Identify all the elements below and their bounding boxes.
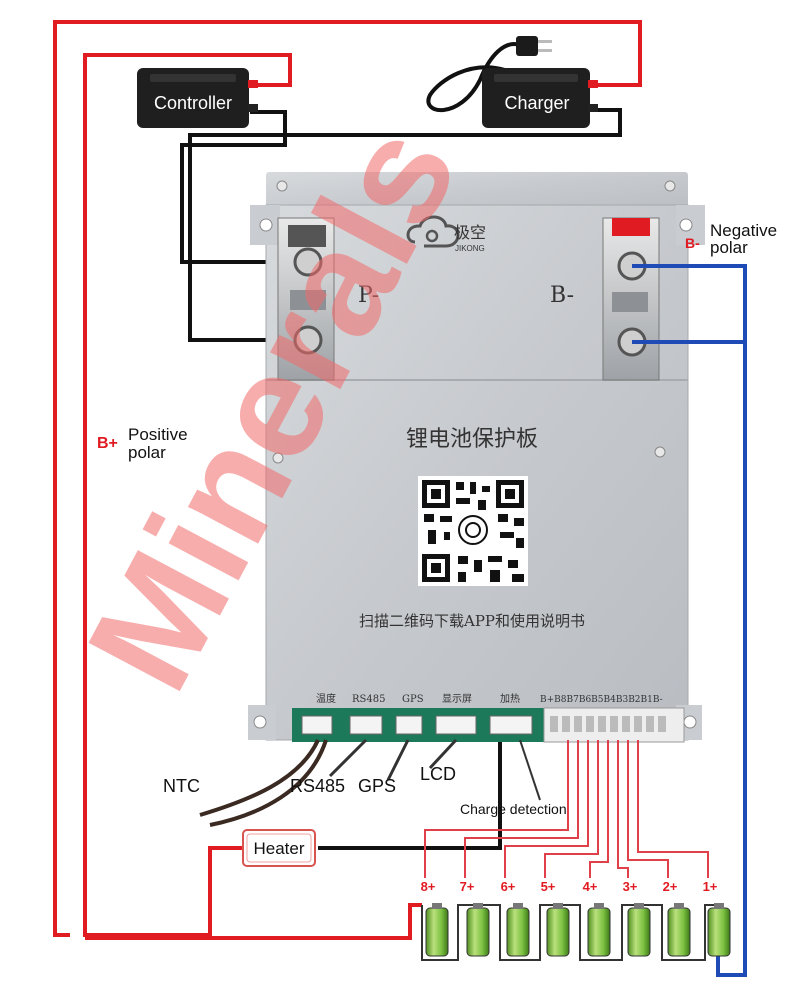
balance-leads xyxy=(424,740,709,878)
cell-1 xyxy=(707,903,731,957)
charger-box: Charger xyxy=(482,68,598,128)
port-heat-label: 加热 xyxy=(500,692,520,705)
cell-4 xyxy=(587,903,611,957)
negative-label-line1: Negative xyxy=(710,221,777,240)
cell-label-7: 7+ xyxy=(460,879,475,894)
ntc-label: NTC xyxy=(163,776,200,796)
brand-logo: 极空 JIKONG xyxy=(406,215,486,253)
positive-sign: B+ xyxy=(97,435,118,452)
positive-label-line1: Positive xyxy=(128,425,188,444)
ntc-probes xyxy=(199,739,328,827)
heater-label: Heater xyxy=(253,839,304,858)
cell-6 xyxy=(506,903,530,957)
cell-label-6: 6+ xyxy=(501,879,516,894)
p-minus-terminal xyxy=(277,217,335,381)
rs485-cable xyxy=(328,738,368,778)
port-temp-label: 温度 xyxy=(316,692,336,705)
charge-detection-label: Charge detection xyxy=(460,801,567,817)
port-labels: 温度 RS485 GPS 显示屏 加热 B+B8B7B6B5B4B3B2B1B- xyxy=(316,692,663,705)
load-wires xyxy=(180,42,622,850)
controller-label: Controller xyxy=(154,93,232,113)
positive-wires xyxy=(53,20,642,940)
connector-strip xyxy=(292,707,685,743)
lcd-cable xyxy=(428,738,458,770)
power-plug xyxy=(516,36,552,56)
gps-cable xyxy=(386,739,410,781)
b-minus-board-label: B- xyxy=(550,283,574,308)
p-minus-label: P- xyxy=(358,283,379,308)
cell-3 xyxy=(627,903,651,957)
battery-cells xyxy=(425,903,731,957)
cell-8 xyxy=(425,903,449,957)
cell-label-1: 1+ xyxy=(703,879,718,894)
bms-board xyxy=(248,172,705,741)
heater-box: Heater xyxy=(242,829,316,867)
cell-label-2: 2+ xyxy=(663,879,678,894)
cell-label-8: 8+ xyxy=(421,879,436,894)
negative-label-line2: polar xyxy=(710,238,748,257)
brand-cn-text: 极空 xyxy=(454,223,486,242)
qr-code xyxy=(418,476,528,586)
cell-labels: 8+ 7+ 6+ 5+ 4+ 3+ 2+ 1+ xyxy=(421,879,718,894)
negative-sign: B- xyxy=(685,235,700,251)
battery-pack xyxy=(421,904,718,961)
port-gps-label: GPS xyxy=(402,694,424,705)
board-title: 锂电池保护板 xyxy=(406,427,538,452)
lcd-label: LCD xyxy=(420,764,456,784)
cell-5 xyxy=(546,903,570,957)
rs485-label: RS485 xyxy=(290,776,345,796)
balance-pin-label: B+B8B7B6B5B4B3B2B1B- xyxy=(540,695,663,705)
positive-label-line2: polar xyxy=(128,443,166,462)
b-minus-terminal xyxy=(602,217,660,381)
negative-wire xyxy=(632,264,747,977)
controller-box: Controller xyxy=(137,68,258,128)
port-display-label: 显示屏 xyxy=(442,693,472,705)
gps-label: GPS xyxy=(358,776,396,796)
cell-label-5: 5+ xyxy=(541,879,556,894)
cell-2 xyxy=(667,903,691,957)
brand-en-text: JIKONG xyxy=(455,244,485,253)
scan-instruction: 扫描二维码下载APP和使用说明书 xyxy=(359,612,585,630)
port-rs485-label: RS485 xyxy=(352,694,385,705)
cell-7 xyxy=(466,903,490,957)
charge-detect-cable xyxy=(519,739,541,801)
cell-label-3: 3+ xyxy=(623,879,638,894)
cell-label-4: 4+ xyxy=(583,879,598,894)
charger-label: Charger xyxy=(504,93,569,113)
